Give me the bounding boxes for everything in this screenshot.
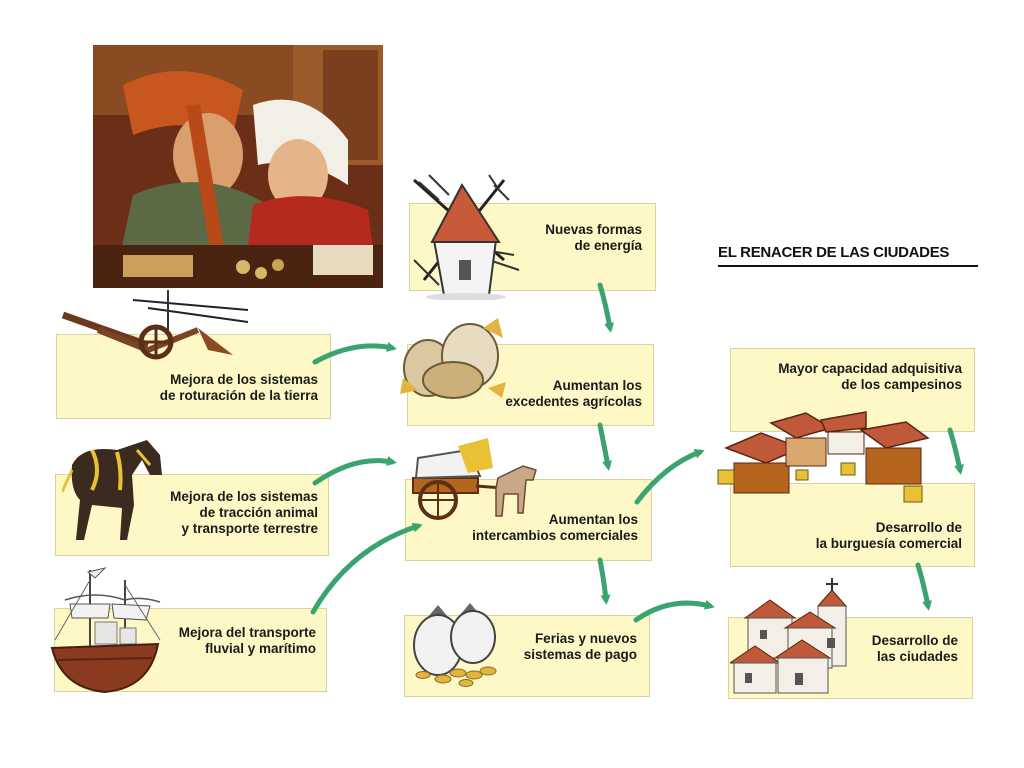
node-label-intercambios: Aumentan los intercambios comerciales — [472, 512, 638, 543]
grain-sacks-icon — [400, 318, 506, 399]
money-bags-icon — [413, 603, 497, 687]
horse-icon — [62, 440, 162, 540]
plough-icon — [61, 290, 248, 360]
node-label-ciudades: Desarrollo de las ciudades — [871, 633, 958, 664]
arrow-energia-to-excedentes — [597, 282, 615, 333]
diagram-title: EL RENACER DE LAS CIUDADES — [718, 244, 950, 261]
node-label-roturacion: Mejora de los sistemas de roturación de … — [159, 372, 318, 403]
node-label-energia: Nuevas formas de energía — [545, 222, 642, 253]
title-underline — [718, 265, 978, 267]
market-stalls-icon — [717, 411, 930, 503]
painting-image — [93, 45, 383, 288]
arrow-burguesia-to-ciudades — [915, 562, 932, 611]
town-icon — [730, 578, 848, 694]
windmill-icon — [413, 174, 520, 300]
arrow-excedentes-to-intercambios — [597, 422, 612, 471]
node-label-excedentes: Aumentan los excedentes agrícolas — [505, 378, 642, 409]
arrow-capacidad-to-burguesia — [947, 427, 964, 475]
node-label-fluvial: Mejora del transporte fluvial y marítimo — [178, 625, 316, 656]
node-box-burguesia — [730, 483, 975, 567]
node-label-capacidad: Mayor capacidad adquisitiva de los campe… — [778, 361, 962, 392]
ship-icon — [50, 567, 161, 694]
node-label-burguesia: Desarrollo de la burguesía comercial — [815, 520, 962, 551]
arrow-intercambios-to-ferias — [597, 557, 611, 605]
node-label-traccion: Mejora de los sistemas de tracción anima… — [170, 489, 318, 536]
node-box-roturacion — [56, 334, 331, 419]
horse-cart-icon — [412, 438, 537, 520]
node-label-ferias: Ferias y nuevos sistemas de pago — [523, 631, 637, 662]
